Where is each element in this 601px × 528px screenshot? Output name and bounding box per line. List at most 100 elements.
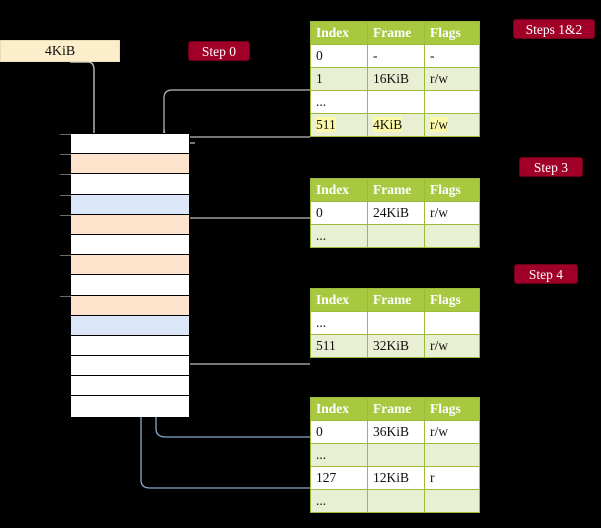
table-cell: 12KiB [367, 466, 425, 490]
column-header-frame: Frame [367, 397, 425, 421]
memory-row [71, 234, 189, 256]
table-cell: 1 [310, 67, 368, 91]
memory-row [60, 214, 189, 235]
table-cell-text: r [430, 470, 435, 485]
table-cell-text: 36KiB [373, 424, 410, 439]
table-cell-text: - [430, 48, 435, 63]
table-cell: - [424, 44, 480, 68]
memory-row [71, 396, 189, 417]
table-cell-text: r/w [430, 338, 448, 353]
table-cell-text: 24KiB [373, 205, 410, 220]
table-cell: r/w [424, 420, 480, 444]
memory-row [60, 134, 189, 155]
column-header-index: Index [310, 178, 368, 202]
table-row: ... [310, 311, 480, 335]
memory-row [71, 315, 189, 336]
table-cell-text: 511 [316, 338, 336, 353]
memory-row [60, 255, 189, 276]
table-cell-text: 32KiB [373, 338, 410, 353]
table-cell: ... [310, 311, 368, 335]
table-cell: 4KiB [367, 113, 425, 137]
table-cell: - [367, 44, 425, 68]
memory-row [71, 356, 189, 377]
table-cell-text: r/w [430, 71, 448, 86]
table-cell [367, 90, 425, 114]
table-cell-text: 0 [316, 424, 323, 439]
table-cell-text: r/w [430, 117, 448, 132]
table-cell: 511 [310, 334, 368, 358]
table-cell [424, 311, 480, 335]
table-row: 1 16KiB r/w [310, 67, 480, 91]
table-cell: r/w [424, 67, 480, 91]
table-cell [424, 489, 480, 513]
step-chip-step-4: Step 4 [514, 264, 578, 284]
memory-row [60, 174, 189, 195]
table-cell: r [424, 466, 480, 490]
table-row: 127 12KiB r [310, 466, 480, 490]
memory-row-tick [60, 214, 71, 216]
table-cell: r/w [424, 201, 480, 225]
column-header-frame: Frame [367, 288, 425, 312]
table-cell: 0 [310, 44, 368, 68]
step-chip-label: Step 4 [528, 267, 564, 282]
table-cell-text: 0 [316, 48, 323, 63]
source-frame-4kib: 4KiB [0, 40, 120, 62]
table-cell: 127 [310, 466, 368, 490]
memory-row [71, 335, 189, 357]
table-cell-text: ... [316, 493, 327, 508]
column-header-frame: Frame [367, 21, 425, 45]
memory-column [60, 133, 190, 417]
table-row: 511 4KiB r/w [310, 113, 480, 137]
memory-row [60, 194, 189, 215]
table-cell: 511 [310, 113, 368, 137]
table-row: ... [310, 90, 480, 114]
table-cell-text: 16KiB [373, 71, 410, 86]
table-cell-text: ... [316, 94, 327, 109]
table-cell-text: ... [316, 228, 327, 243]
table-cell: 0 [310, 201, 368, 225]
table-cell: 36KiB [367, 420, 425, 444]
table-row: ... [310, 224, 480, 248]
table-cell: ... [310, 489, 368, 513]
table-cell [367, 224, 425, 248]
table-cell: ... [310, 443, 368, 467]
table-cell: r/w [424, 334, 480, 358]
table-cell: ... [310, 224, 368, 248]
table-cell [424, 90, 480, 114]
table-cell-text: 127 [316, 470, 337, 485]
table-row: ... [310, 443, 480, 467]
table-cell [367, 489, 425, 513]
table-cell: 0 [310, 420, 368, 444]
step-chip-step-3: Step 3 [519, 157, 583, 177]
table-cell-text: 12KiB [373, 470, 410, 485]
column-header-index: Index [310, 21, 368, 45]
table-cell [424, 443, 480, 467]
memory-row [60, 154, 189, 175]
memory-row-tick [60, 255, 71, 257]
table-cell-text: 511 [316, 117, 336, 132]
table-cell: 32KiB [367, 334, 425, 358]
memory-row [71, 376, 189, 397]
step-chip-label: Steps 1&2 [525, 22, 583, 37]
table-cell-text: 1 [316, 71, 323, 86]
step-chip-steps-1-2: Steps 1&2 [513, 19, 595, 39]
table-cell: ... [310, 90, 368, 114]
table-cell [367, 443, 425, 467]
memory-row-tick [60, 174, 71, 176]
table-cell: 24KiB [367, 201, 425, 225]
column-header-index: Index [310, 397, 368, 421]
step-chip-step-0: Step 0 [188, 41, 250, 61]
table-cell-text: 4KiB [373, 117, 403, 132]
table-cell-text: r/w [430, 205, 448, 220]
memory-row-tick [60, 154, 71, 156]
step-chip-label: Step 0 [201, 44, 237, 59]
column-header-flags: Flags [424, 21, 480, 45]
